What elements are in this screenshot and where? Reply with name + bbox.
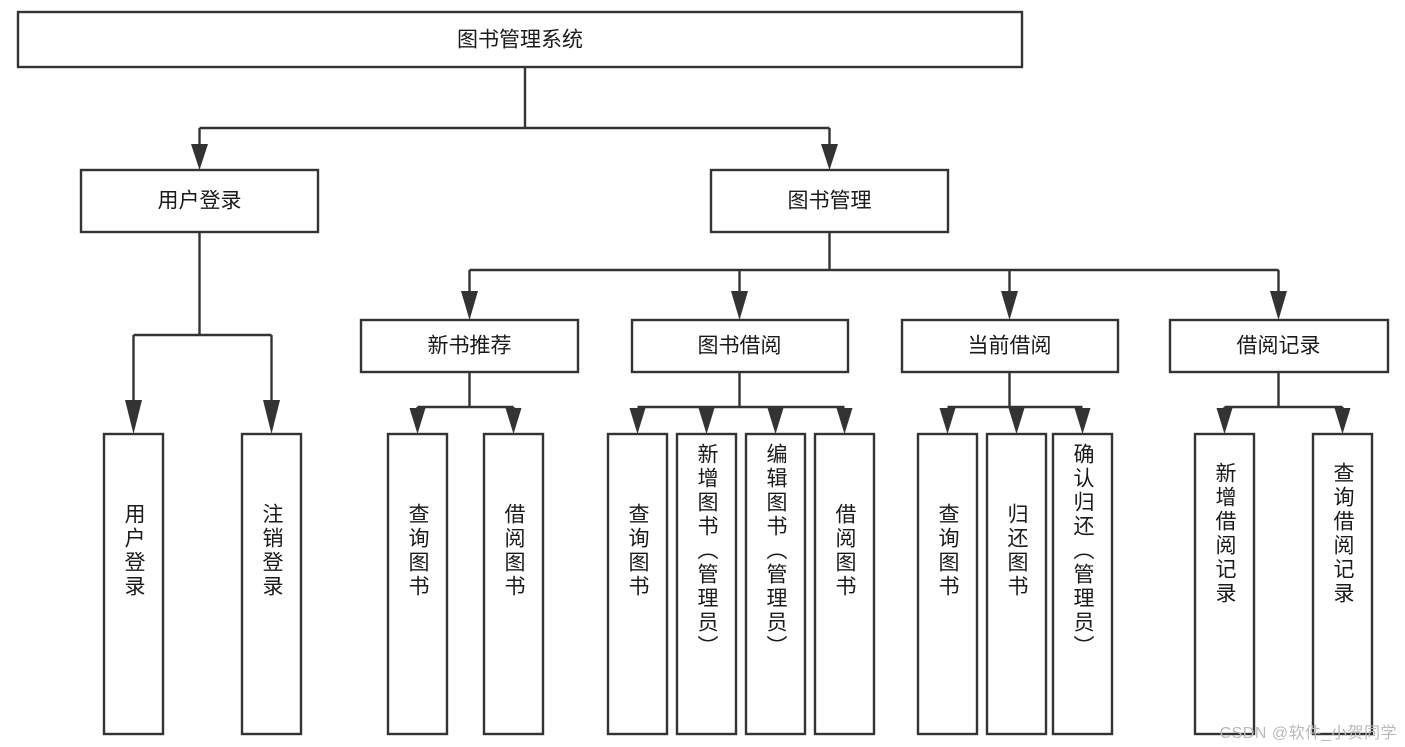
node-book-manage-box[interactable] [709, 168, 950, 234]
arrowhead-leaf-user-login-1 [125, 400, 142, 434]
leaf-box-user-login-2[interactable] [240, 432, 303, 736]
arrowhead-leaf-currentborrow-1 [939, 408, 956, 434]
leaf-box-borrowrecord-2[interactable] [1311, 432, 1374, 736]
arrowhead-new-book-recommend [461, 291, 478, 320]
arrowhead-leaf-currentborrow-2 [1008, 408, 1025, 434]
leaf-box-currentborrow-3[interactable] [1051, 432, 1114, 736]
arrowhead-borrow-record [1270, 291, 1287, 320]
node-new-book-recommend-label: 新书推荐 [428, 335, 512, 358]
leaf-box-bookborrow-4[interactable] [813, 432, 876, 736]
arrowhead-leaf-newbook-1 [409, 408, 426, 434]
leaf-box-bookborrow-1[interactable] [606, 432, 669, 736]
arrowhead-leaf-newbook-2 [505, 408, 522, 434]
node-current-borrow-box[interactable] [900, 318, 1120, 374]
leaf-box-user-login-1[interactable] [102, 432, 165, 736]
node-new-book-recommend-box[interactable] [359, 318, 580, 374]
node-boxes: 图书管理系统 用户登录 图书管理 新书推荐 图书借阅 当前借阅 借阅记录 [16, 10, 1390, 736]
node-book-manage-label: 图书管理 [788, 190, 872, 213]
csdn-watermark: CSDN @软件_小贺同学 [1219, 725, 1397, 742]
node-root-box[interactable] [16, 10, 1024, 69]
arrowhead-leaf-bookborrow-3 [767, 408, 784, 434]
node-book-borrow-box[interactable] [630, 318, 850, 374]
arrowhead-user-login [191, 144, 208, 170]
leaf-box-currentborrow-2[interactable] [985, 432, 1048, 736]
leaf-box-newbook-1[interactable] [386, 432, 449, 736]
arrowhead-leaf-user-login-2 [263, 400, 280, 434]
node-root-label: 图书管理系统 [457, 29, 583, 52]
leaf-box-newbook-2[interactable] [482, 432, 545, 736]
arrowhead-current-borrow [1001, 291, 1018, 320]
node-borrow-record-label: 借阅记录 [1237, 335, 1321, 358]
leaf-box-currentborrow-1[interactable] [916, 432, 979, 736]
node-current-borrow-label: 当前借阅 [968, 335, 1052, 358]
node-user-login-label: 用户登录 [158, 190, 242, 213]
arrowhead-leaf-bookborrow-1 [629, 408, 646, 434]
leaf-box-bookborrow-3[interactable] [744, 432, 807, 736]
arrowhead-leaf-bookborrow-2 [698, 408, 715, 434]
node-borrow-record-box[interactable] [1168, 318, 1390, 374]
arrowhead-book-borrow [731, 291, 748, 320]
arrowhead-book-manage [821, 144, 838, 170]
arrowhead-leaf-borrowrecord-2 [1334, 408, 1351, 434]
arrowhead-leaf-borrowrecord-1 [1216, 408, 1233, 434]
node-book-borrow-label: 图书借阅 [698, 335, 782, 358]
node-user-login-box[interactable] [79, 168, 320, 234]
connectors [125, 67, 1351, 434]
leaf-box-bookborrow-2[interactable] [675, 432, 738, 736]
arrowhead-leaf-currentborrow-3 [1074, 408, 1091, 434]
leaf-box-borrowrecord-1[interactable] [1193, 432, 1256, 736]
arrowhead-leaf-bookborrow-4 [836, 408, 853, 434]
